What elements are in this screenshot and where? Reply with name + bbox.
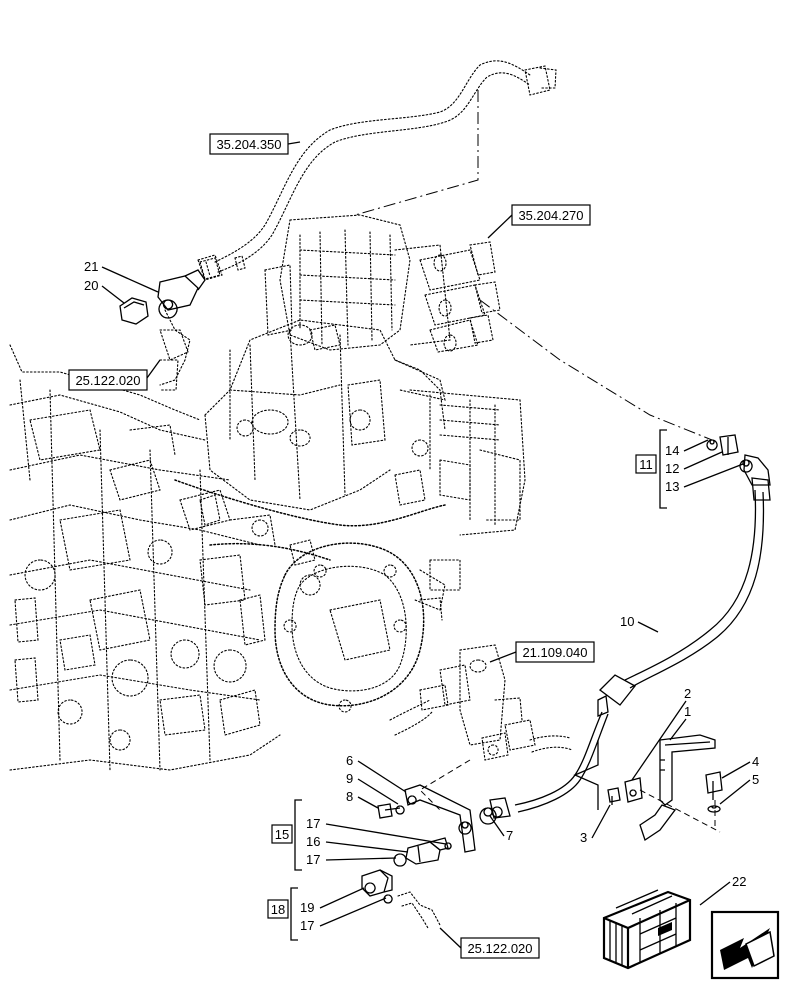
view-direction-arrow-icon xyxy=(710,910,780,980)
callout-12: 12 xyxy=(665,461,679,476)
callout-17-a: 17 xyxy=(306,816,320,831)
fitting-21 xyxy=(157,269,206,391)
remote-valve-block xyxy=(264,214,501,353)
callout-21: 21 xyxy=(84,259,98,274)
ref-label-35-204-270: 35.204.270 xyxy=(518,208,583,223)
bolt-3 xyxy=(607,787,621,805)
callout-16: 16 xyxy=(306,834,320,849)
callout-9: 9 xyxy=(346,771,353,786)
fitting-group-18 xyxy=(361,869,441,929)
clip-2 xyxy=(624,777,643,803)
screw-8-washer-9 xyxy=(377,803,405,819)
callout-3: 3 xyxy=(580,830,587,845)
callout-10: 10 xyxy=(620,614,634,629)
pipe-35-204-350 xyxy=(197,60,557,281)
bolt-4-washer-5 xyxy=(705,771,723,813)
callout-6: 6 xyxy=(346,753,353,768)
ref-box-25-122-020-top[interactable]: 25.122.020 xyxy=(68,359,161,391)
gearbox-housing xyxy=(174,319,526,621)
fittings-12-13-14 xyxy=(706,434,753,473)
callout-1: 1 xyxy=(684,704,691,719)
clutch-housing xyxy=(239,542,446,713)
ref-box-35-204-270[interactable]: 35.204.270 xyxy=(487,204,591,239)
ref-label-21-109-040: 21.109.040 xyxy=(522,645,587,660)
valve-21-109-040 xyxy=(389,644,573,761)
break-marker xyxy=(573,740,599,810)
callout-14: 14 xyxy=(665,443,679,458)
callout-17-b: 17 xyxy=(306,852,320,867)
hose-10 xyxy=(489,454,771,819)
callout-17-c: 17 xyxy=(300,918,314,933)
fitting-group-15 xyxy=(393,837,452,867)
callout-22: 22 xyxy=(732,874,746,889)
group-label-11: 11 xyxy=(639,457,653,472)
nut-7 xyxy=(479,807,497,825)
ref-label-25-122-020-bottom: 25.122.020 xyxy=(467,941,532,956)
callout-7: 7 xyxy=(506,828,513,843)
group-box-11[interactable]: 11 xyxy=(635,429,667,509)
callout-4: 4 xyxy=(752,754,759,769)
callout-20: 20 xyxy=(84,278,98,293)
plate-bracket-6 xyxy=(404,784,476,853)
ref-box-25-122-020-bottom[interactable]: 25.122.020 xyxy=(439,927,540,959)
ref-label-35-204-350: 35.204.350 xyxy=(216,137,281,152)
ref-label-25-122-020-top: 25.122.020 xyxy=(75,373,140,388)
group-label-18: 18 xyxy=(271,902,285,917)
callout-5: 5 xyxy=(752,772,759,787)
ref-box-21-109-040[interactable]: 21.109.040 xyxy=(489,641,595,663)
callout-8: 8 xyxy=(346,789,353,804)
callout-19: 19 xyxy=(300,900,314,915)
group-box-15[interactable]: 15 xyxy=(271,799,302,871)
ref-box-35-204-350[interactable]: 35.204.350 xyxy=(209,133,301,155)
tractor-transmission xyxy=(9,344,281,771)
bracket-1 xyxy=(639,734,716,842)
callout-13: 13 xyxy=(665,479,679,494)
fitting-small-top xyxy=(199,257,221,280)
group-label-15: 15 xyxy=(275,827,289,842)
leader-lines xyxy=(354,90,721,833)
callouts: 21 20 14 12 13 10 2 1 4 5 3 6 9 8 7 17 1… xyxy=(84,259,759,933)
kit-box-icon xyxy=(602,889,692,970)
group-box-18[interactable]: 18 xyxy=(267,887,298,941)
hex-nut-20 xyxy=(119,297,149,325)
callout-2: 2 xyxy=(684,686,691,701)
